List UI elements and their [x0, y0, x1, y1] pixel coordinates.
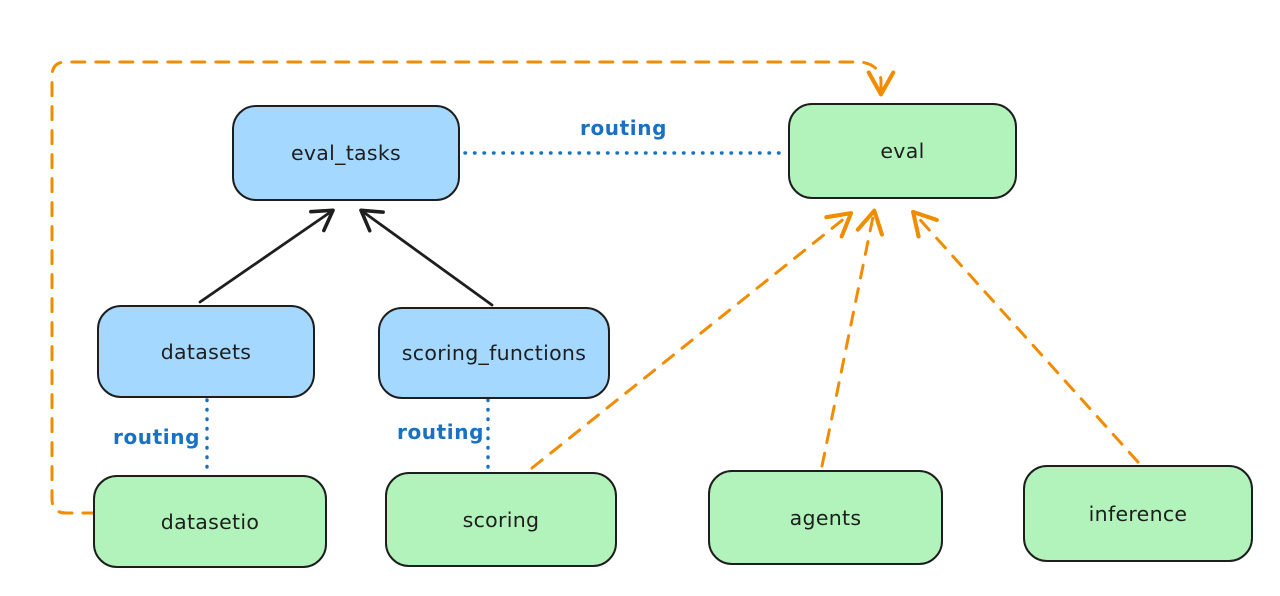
dependency-arrow-inference-to-eval	[911, 209, 1140, 464]
arrow-datasets-to-eval-tasks	[198, 208, 335, 304]
node-scoring-label: scoring	[462, 507, 540, 532]
node-datasets-label: datasets	[160, 339, 252, 364]
node-scoring: scoring	[385, 472, 617, 567]
node-eval-label: eval	[880, 139, 925, 163]
node-datasetio-label: datasetio	[160, 509, 260, 534]
node-inference-label: inference	[1088, 501, 1188, 526]
edge-label-routing-datasets-datasetio: routing	[113, 425, 201, 449]
edge-label-routing-eval-tasks-eval: routing	[580, 116, 668, 140]
arrow-scoring-functions-to-eval-tasks	[359, 208, 494, 307]
edge-label-routing-scoring-functions-scoring: routing	[397, 420, 485, 444]
node-inference: inference	[1023, 465, 1253, 562]
node-eval-tasks-label: eval_tasks	[290, 141, 402, 165]
node-datasets: datasets	[97, 305, 315, 398]
node-eval: eval	[788, 103, 1017, 199]
dependency-arrow-agents-to-eval	[820, 208, 884, 468]
dependency-arrow-scoring-to-eval	[530, 211, 854, 470]
node-agents-label: agents	[789, 505, 862, 530]
node-eval-tasks: eval_tasks	[232, 105, 460, 201]
node-datasetio: datasetio	[93, 475, 327, 568]
dependency-arrow-datasetio-to-eval	[50, 60, 896, 515]
node-scoring-functions-label: scoring_functions	[401, 341, 587, 365]
node-agents: agents	[708, 470, 943, 565]
node-scoring-functions: scoring_functions	[378, 307, 610, 399]
